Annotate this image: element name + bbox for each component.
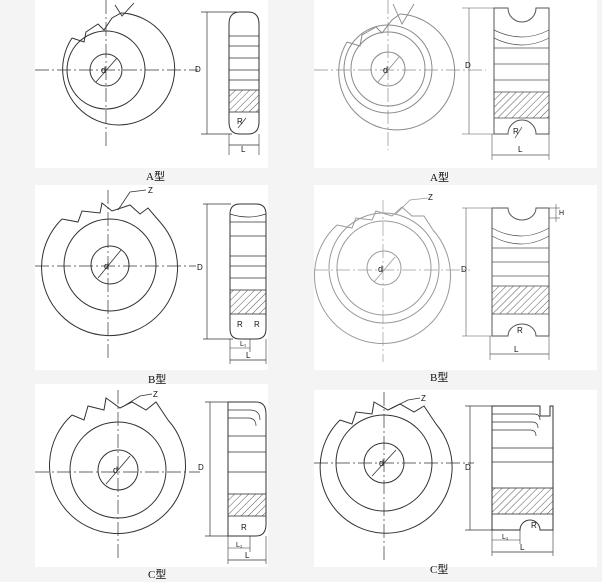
radius-R-label: R [237, 117, 243, 126]
teeth-Z-label-4: Z [428, 193, 433, 202]
radius-R-left-label-3: R [237, 320, 243, 329]
caption-type-b-right: B型 [430, 372, 449, 384]
caption-type-b-left: B型 [148, 374, 167, 386]
width-L1-label-3: L₁ [240, 341, 247, 348]
cutter-b-front-view [35, 189, 196, 360]
caption-type-a-left: A型 [146, 171, 165, 183]
cutter-b-side-view [203, 203, 267, 364]
cutter-a-front-view [35, 0, 198, 146]
caption-type-a-right: A型 [430, 172, 449, 184]
cutter-c-front-view [35, 390, 200, 560]
caption-type-c-right: C型 [430, 564, 449, 576]
outer-diameter-D-label-5: D [198, 463, 204, 472]
width-L-label: L [241, 145, 246, 154]
cutter-c2-front-view [314, 392, 474, 560]
cutter-b2-side-view [462, 204, 560, 360]
cutter-b2-front-view [314, 197, 470, 362]
panel-c-right [314, 390, 597, 567]
teeth-Z-label-3: Z [148, 186, 153, 195]
radius-R-right-label-3: R [254, 320, 260, 329]
width-L-label-5: L [245, 551, 250, 560]
radius-R-label-6: R [531, 521, 537, 530]
outer-diameter-D-label-2: D [465, 61, 471, 70]
width-L-label-2: L [518, 145, 523, 154]
radius-R-label-5: R [241, 523, 247, 532]
radius-R-label-2: R [513, 127, 519, 136]
panel-a-right [314, 0, 597, 168]
cutter-a2-side-view [462, 7, 550, 160]
height-H-label-4: H [559, 210, 564, 217]
caption-type-c-left: C型 [148, 569, 167, 581]
diameter-d-label: d [101, 65, 106, 75]
outer-diameter-D-label-3: D [197, 263, 203, 272]
teeth-Z-label-5: Z [153, 390, 158, 399]
diameter-d-label-2: d [383, 65, 388, 75]
diameter-d-label-4: d [378, 264, 383, 274]
cutter-c-side-view [205, 401, 267, 564]
outer-diameter-D-label-6: D [465, 463, 471, 472]
teeth-Z-label-6: Z [421, 394, 426, 403]
radius-R-label-4: R [517, 326, 523, 335]
cutter-a-side-view [201, 11, 260, 155]
width-L-label-4: L [514, 345, 519, 354]
panel-b-right [314, 185, 597, 370]
width-L-label-6: L [520, 543, 525, 552]
outer-diameter-D-label: D [195, 65, 201, 74]
diameter-d-label-3: d [104, 261, 109, 271]
outer-diameter-D-label-4: D [461, 265, 467, 274]
width-L1-label-6: L₁ [502, 534, 509, 541]
diameter-d-label-6: d [379, 458, 384, 468]
diameter-d-label-5: d [113, 465, 118, 475]
width-L-label-3: L [246, 351, 251, 360]
width-L1-label-5: L₁ [236, 542, 243, 549]
cutter-c2-side-view [465, 405, 554, 556]
cutter-a2-front-view [314, 0, 486, 150]
